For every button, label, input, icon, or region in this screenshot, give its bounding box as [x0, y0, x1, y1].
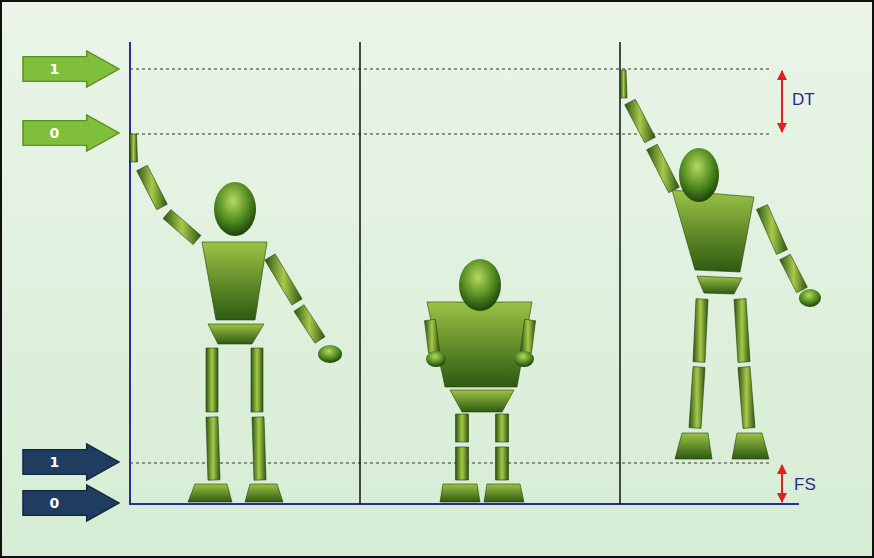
- level-arrow: 0: [22, 484, 120, 522]
- limb: [456, 414, 469, 442]
- arrow-shape: [22, 114, 120, 152]
- foot: [440, 484, 480, 502]
- hand: [426, 351, 446, 367]
- arrow-shape: [22, 50, 120, 88]
- limb: [647, 144, 680, 192]
- level-arrow: 0: [22, 114, 120, 152]
- arrow-outline: [23, 51, 119, 87]
- foot: [732, 433, 769, 459]
- limb: [689, 367, 705, 429]
- torso: [672, 190, 754, 272]
- limb: [496, 447, 509, 480]
- foot: [245, 484, 283, 502]
- head: [459, 259, 501, 311]
- pelvis: [450, 390, 514, 412]
- limb: [625, 99, 656, 143]
- level-arrow: 1: [22, 443, 120, 481]
- limb: [496, 414, 509, 442]
- arrow-shape: [22, 484, 120, 522]
- foot: [675, 433, 712, 459]
- limb: [252, 417, 266, 480]
- hand: [514, 351, 534, 367]
- dimension-label: FS: [794, 475, 816, 495]
- limb: [206, 417, 220, 480]
- head: [679, 148, 719, 202]
- arrow-outline: [23, 485, 119, 521]
- limb: [425, 319, 440, 352]
- dimension-label: DT: [792, 90, 815, 110]
- level-value: 0: [22, 114, 87, 152]
- torso: [427, 302, 532, 387]
- torso: [202, 242, 267, 320]
- limb: [251, 348, 263, 412]
- hand: [799, 289, 821, 307]
- hand: [318, 345, 342, 363]
- pelvis: [208, 324, 264, 344]
- limb: [757, 205, 788, 255]
- limb: [693, 299, 708, 363]
- foot: [188, 484, 232, 502]
- limb: [130, 134, 138, 162]
- arrow-shape: [22, 443, 120, 481]
- level-value: 1: [22, 50, 87, 88]
- arrow-outline: [23, 115, 119, 151]
- limb: [780, 254, 808, 292]
- limb: [265, 254, 302, 305]
- limb: [163, 210, 201, 245]
- pelvis: [697, 276, 742, 294]
- limb: [620, 70, 627, 98]
- limb: [294, 305, 325, 344]
- arrow-outline: [23, 444, 119, 480]
- limb: [456, 447, 469, 480]
- level-value: 1: [22, 443, 87, 481]
- head: [214, 182, 256, 236]
- limb: [521, 319, 536, 352]
- limb: [734, 299, 750, 363]
- limb: [738, 367, 755, 429]
- foot: [484, 484, 524, 502]
- limb: [137, 165, 168, 209]
- level-arrow: 1: [22, 50, 120, 88]
- level-value: 0: [22, 484, 87, 522]
- limb: [206, 348, 218, 412]
